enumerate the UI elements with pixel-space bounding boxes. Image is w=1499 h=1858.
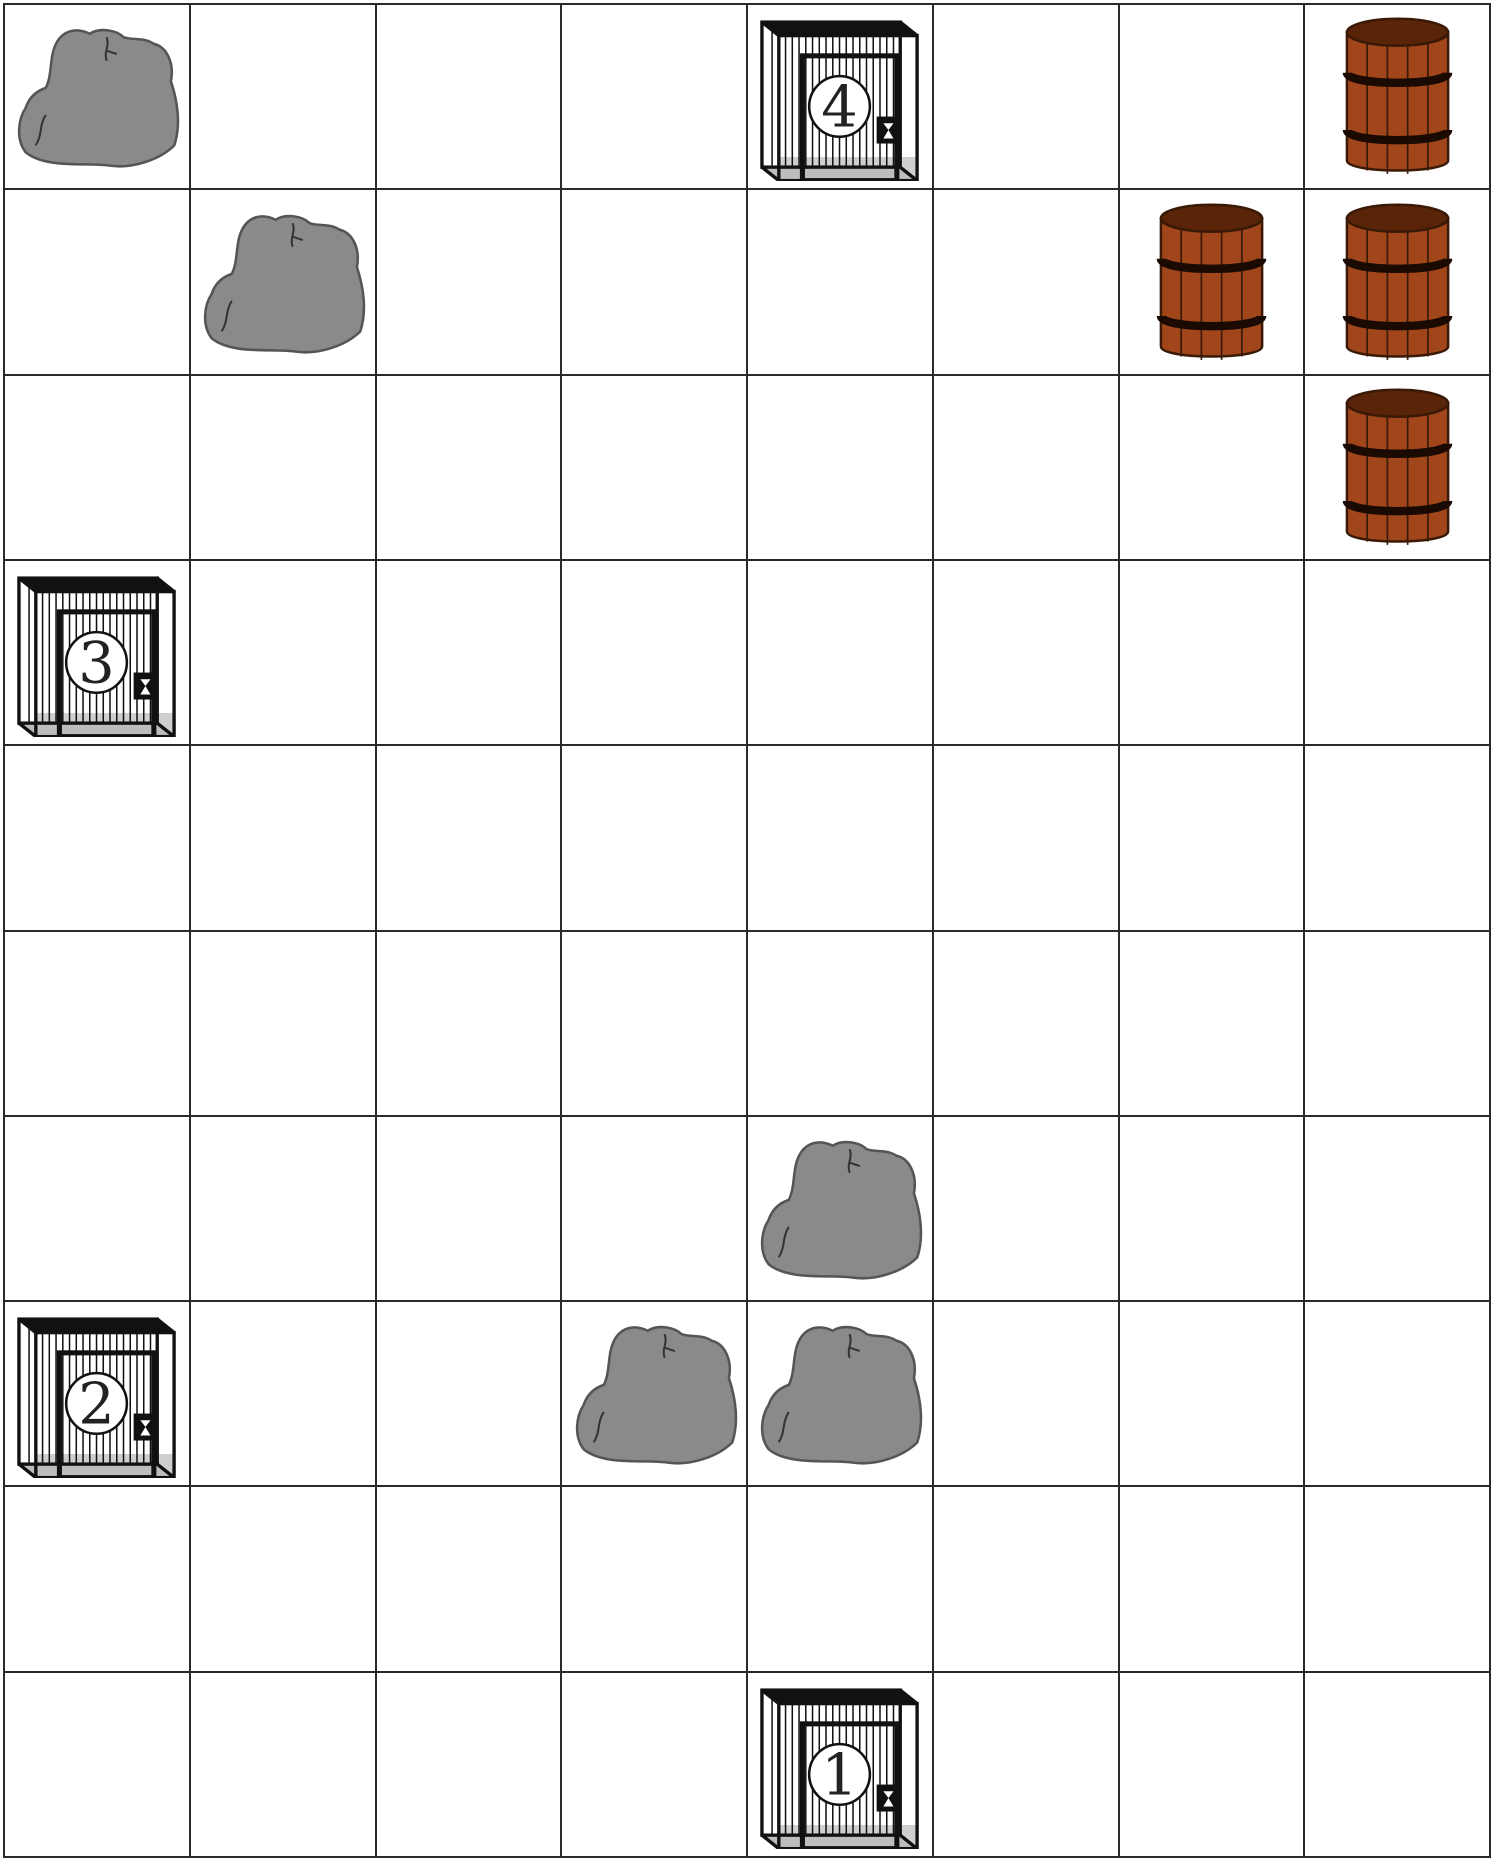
board-cell[interactable] — [191, 1673, 377, 1858]
board-cell[interactable] — [1305, 746, 1491, 931]
board-cell[interactable] — [934, 5, 1120, 190]
board-cell[interactable] — [934, 746, 1120, 931]
board-cell-rock[interactable] — [562, 1302, 748, 1487]
cage-number: 2 — [79, 1371, 115, 1438]
board-cell[interactable] — [934, 1487, 1120, 1672]
board-cell[interactable] — [748, 932, 934, 1117]
board-cell[interactable] — [5, 376, 191, 561]
board-cell[interactable] — [377, 1673, 563, 1858]
board-cell-rock[interactable] — [5, 5, 191, 190]
board-cell[interactable] — [748, 190, 934, 375]
cage-icon: 2 — [12, 1309, 181, 1478]
board-cell[interactable] — [1305, 1117, 1491, 1302]
board-cell[interactable] — [1120, 932, 1306, 1117]
board-cell-barrel[interactable] — [1305, 5, 1491, 190]
board-cell[interactable] — [1305, 1302, 1491, 1487]
board-cell[interactable] — [1120, 5, 1306, 190]
rock-icon — [755, 1124, 924, 1293]
board-cell[interactable] — [377, 746, 563, 931]
board-cell[interactable] — [748, 561, 934, 746]
board-cell[interactable] — [5, 1673, 191, 1858]
board-cell[interactable] — [748, 1487, 934, 1672]
board-cell[interactable] — [934, 1673, 1120, 1858]
board-cell-rock[interactable] — [748, 1302, 934, 1487]
board-cell-barrel[interactable] — [1305, 190, 1491, 375]
cage-number: 1 — [822, 1742, 858, 1809]
board-cell[interactable] — [191, 1117, 377, 1302]
rock-icon — [570, 1309, 739, 1478]
board-cell[interactable] — [748, 376, 934, 561]
board-cell[interactable] — [562, 932, 748, 1117]
board-cell[interactable] — [934, 1302, 1120, 1487]
board-cell[interactable] — [1120, 1487, 1306, 1672]
barrel-icon — [1127, 198, 1296, 367]
board-cell[interactable] — [377, 1487, 563, 1672]
board-cell[interactable] — [377, 190, 563, 375]
board-cell[interactable] — [562, 376, 748, 561]
board-cell-barrel[interactable] — [1305, 376, 1491, 561]
rock-icon — [198, 198, 367, 367]
board-cell[interactable] — [377, 932, 563, 1117]
board-cell[interactable] — [191, 1487, 377, 1672]
board-cell[interactable] — [5, 1117, 191, 1302]
cage-icon: 1 — [755, 1680, 924, 1849]
board-cell-rock[interactable] — [748, 1117, 934, 1302]
board-cell[interactable] — [191, 746, 377, 931]
board-cell-cage[interactable]: 2 — [5, 1302, 191, 1487]
board-cell[interactable] — [1120, 1302, 1306, 1487]
board-cell[interactable] — [5, 1487, 191, 1672]
board-cell[interactable] — [191, 932, 377, 1117]
board-cell[interactable] — [748, 746, 934, 931]
board-cell[interactable] — [562, 1117, 748, 1302]
cage-icon: 3 — [12, 568, 181, 737]
board-cell[interactable] — [191, 376, 377, 561]
board-cell[interactable] — [377, 1302, 563, 1487]
board-cell-cage[interactable]: 3 — [5, 561, 191, 746]
board-cell[interactable] — [5, 190, 191, 375]
barrel-icon — [1313, 12, 1482, 181]
board-cell[interactable] — [562, 561, 748, 746]
board-cell[interactable] — [562, 746, 748, 931]
board-cell[interactable] — [191, 5, 377, 190]
board-cell[interactable] — [191, 561, 377, 746]
rock-icon — [755, 1309, 924, 1478]
board-cell[interactable] — [1305, 932, 1491, 1117]
board-cell[interactable] — [1305, 561, 1491, 746]
board-cell[interactable] — [1305, 1487, 1491, 1672]
board-cell[interactable] — [5, 932, 191, 1117]
board-cell[interactable] — [562, 1487, 748, 1672]
board-cell[interactable] — [5, 746, 191, 931]
board-cell-barrel[interactable] — [1120, 190, 1306, 375]
cage-icon: 4 — [755, 12, 924, 181]
board-cell[interactable] — [377, 376, 563, 561]
board-cell[interactable] — [1120, 746, 1306, 931]
board-cell-rock[interactable] — [191, 190, 377, 375]
cage-number: 3 — [79, 630, 115, 697]
board-cell-cage[interactable]: 1 — [748, 1673, 934, 1858]
board-cell[interactable] — [377, 561, 563, 746]
board-cell[interactable] — [562, 1673, 748, 1858]
board-cell[interactable] — [934, 376, 1120, 561]
board-cell[interactable] — [562, 5, 748, 190]
board-cell[interactable] — [377, 1117, 563, 1302]
board-cell[interactable] — [562, 190, 748, 375]
board-cell[interactable] — [1120, 561, 1306, 746]
cage-number: 4 — [822, 74, 858, 141]
board-cell[interactable] — [1305, 1673, 1491, 1858]
board-cell[interactable] — [934, 190, 1120, 375]
board-cell[interactable] — [934, 1117, 1120, 1302]
board-cell[interactable] — [377, 5, 563, 190]
game-board: 4 — [3, 3, 1491, 1858]
board-cell-cage[interactable]: 4 — [748, 5, 934, 190]
rock-icon — [12, 12, 181, 181]
board-cell[interactable] — [1120, 376, 1306, 561]
board-cell[interactable] — [1120, 1117, 1306, 1302]
board-cell[interactable] — [191, 1302, 377, 1487]
board-cell[interactable] — [934, 932, 1120, 1117]
barrel-icon — [1313, 383, 1482, 552]
board-cell[interactable] — [934, 561, 1120, 746]
board-cell[interactable] — [1120, 1673, 1306, 1858]
barrel-icon — [1313, 198, 1482, 367]
